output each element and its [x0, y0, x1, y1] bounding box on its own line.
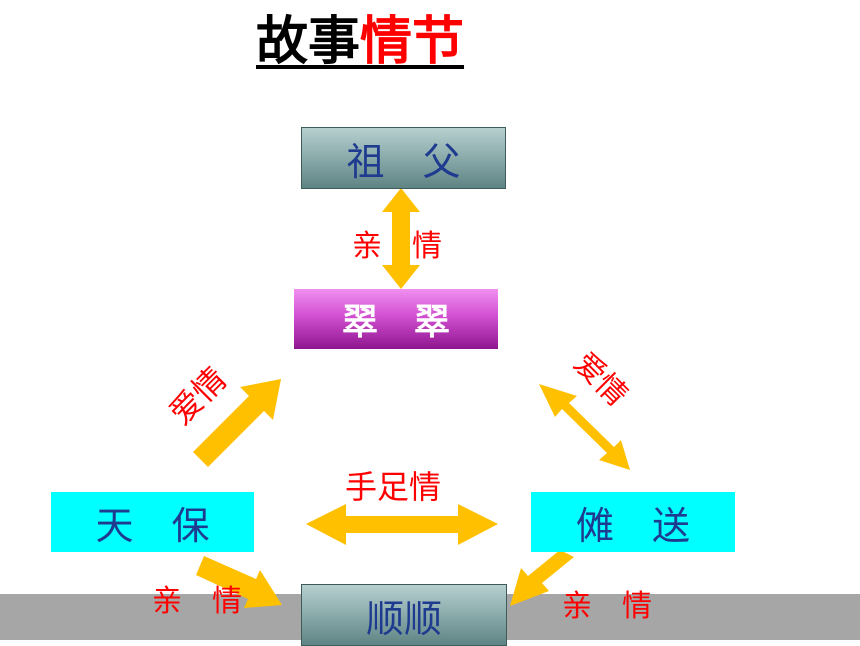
node-grandfather: 祖 父: [301, 127, 506, 189]
label-nuosong-shunshun: 亲 情: [562, 589, 652, 624]
title-part-1: 故事: [256, 12, 361, 72]
arrow-tianbao-shunshun: [196, 556, 282, 608]
node-grandfather-label: 祖 父: [346, 139, 461, 184]
node-nuosong-label: 傩 送: [575, 503, 690, 548]
arrow-grandfather-cuicui: [382, 188, 420, 289]
arrow-tianbao-cuicui: [193, 379, 281, 467]
title-part-2: 情节: [360, 12, 465, 72]
label-tianbao-shunshun: 亲 情: [152, 584, 242, 619]
label-brothers: 手足情: [345, 468, 442, 506]
arrow-brothers: [306, 504, 498, 545]
node-shunshun-label: 顺顺: [365, 596, 442, 641]
arrow-nuosong-shunshun: [510, 550, 574, 606]
node-tianbao-label: 天 保: [95, 503, 210, 548]
node-nuosong: 傩 送: [531, 492, 735, 552]
node-shunshun: 顺顺: [301, 584, 507, 646]
node-cuicui: 翠 翠: [294, 289, 498, 349]
arrow-nuosong-cuicui: [539, 384, 630, 470]
label-grandfather-cuicui: 亲 情: [352, 229, 442, 264]
node-cuicui-label: 翠 翠: [341, 302, 450, 343]
page-title: 故事情节: [256, 6, 464, 78]
node-tianbao: 天 保: [51, 492, 254, 552]
